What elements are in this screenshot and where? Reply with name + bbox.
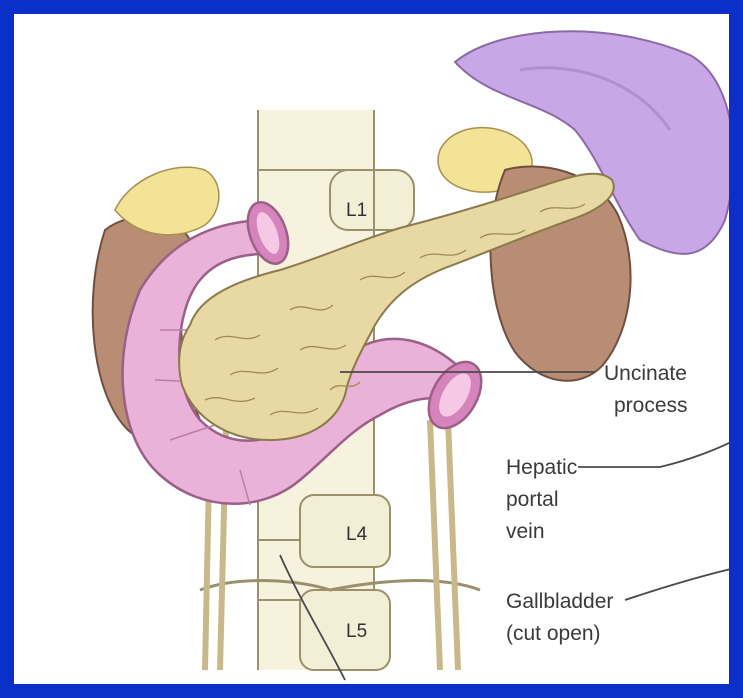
vertebra-label-l5: L5 <box>346 621 367 642</box>
hepatic-portal-vein-leader-line <box>578 440 729 467</box>
gallbladder-leader-line <box>625 568 729 600</box>
hepatic-portal-vein-label-line3: vein <box>506 520 545 543</box>
vertebra-label-l1: L1 <box>346 200 367 221</box>
uncinate-process-label-line2: process <box>614 394 688 417</box>
vertebra-label-l4: L4 <box>346 524 368 545</box>
hepatic-portal-vein-label-line2: portal <box>506 488 559 511</box>
anatomy-illustration: L1 L4 L5 Uncinate process Hepatic portal… <box>14 14 729 684</box>
hepatic-portal-vein-label-line1: Hepatic <box>506 456 577 479</box>
gallbladder-label-line2: (cut open) <box>506 622 601 645</box>
gallbladder-label-line1: Gallbladder <box>506 590 613 613</box>
uncinate-process-label-line1: Uncinate <box>604 362 687 385</box>
vessel-right <box>430 420 458 670</box>
right-adrenal-gland <box>115 167 219 235</box>
